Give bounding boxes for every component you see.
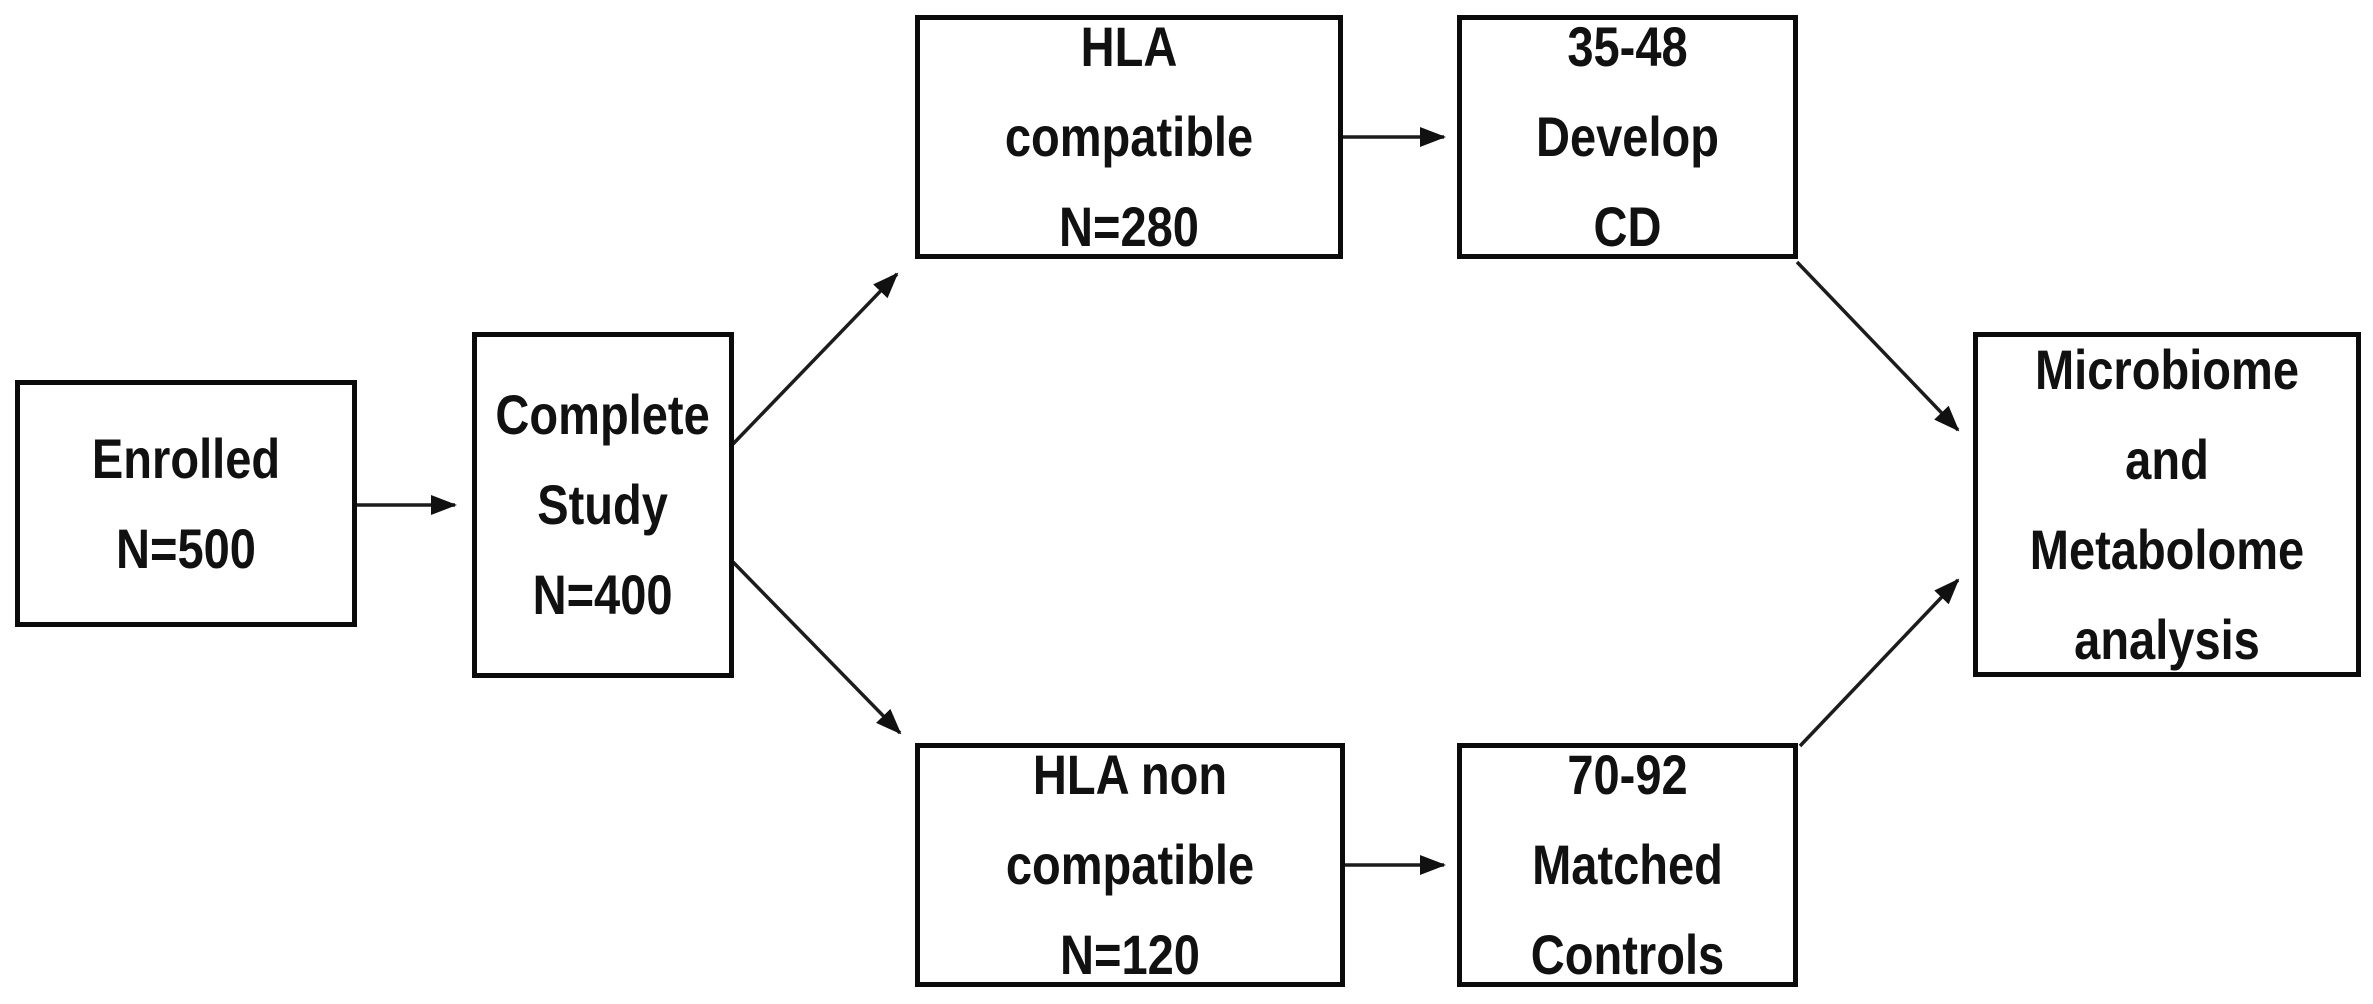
node-microbiome-metabolome-label: Microbiome and Metabolome analysis bbox=[2029, 337, 2305, 671]
node-hla-compatible-label: HLA compatible N=280 bbox=[1004, 15, 1254, 258]
arrow-matched-controls-to-microbiome bbox=[1798, 578, 1960, 748]
node-microbiome-metabolome: Microbiome and Metabolome analysis bbox=[1973, 332, 2361, 677]
node-enrolled-label: Enrolled N=500 bbox=[91, 426, 281, 580]
node-develop-cd: 35-48 Develop CD bbox=[1457, 15, 1798, 259]
node-hla-non-compatible-label: HLA non compatible N=120 bbox=[1005, 743, 1255, 986]
node-complete-study: Complete Study N=400 bbox=[472, 332, 734, 678]
arrow-develop-cd-to-microbiome bbox=[1795, 260, 1960, 432]
arrow-complete-study-to-hla-compatible bbox=[731, 272, 899, 446]
node-matched-controls: 70-92 Matched Controls bbox=[1457, 743, 1798, 987]
node-complete-study-label: Complete Study N=400 bbox=[495, 383, 711, 626]
node-enrolled: Enrolled N=500 bbox=[15, 380, 357, 627]
arrow-complete-study-to-hla-non-compatible bbox=[731, 560, 902, 735]
node-hla-non-compatible: HLA non compatible N=120 bbox=[915, 743, 1345, 987]
node-matched-controls-label: 70-92 Matched Controls bbox=[1530, 743, 1725, 986]
node-hla-compatible: HLA compatible N=280 bbox=[915, 15, 1343, 259]
node-develop-cd-label: 35-48 Develop CD bbox=[1535, 15, 1719, 258]
